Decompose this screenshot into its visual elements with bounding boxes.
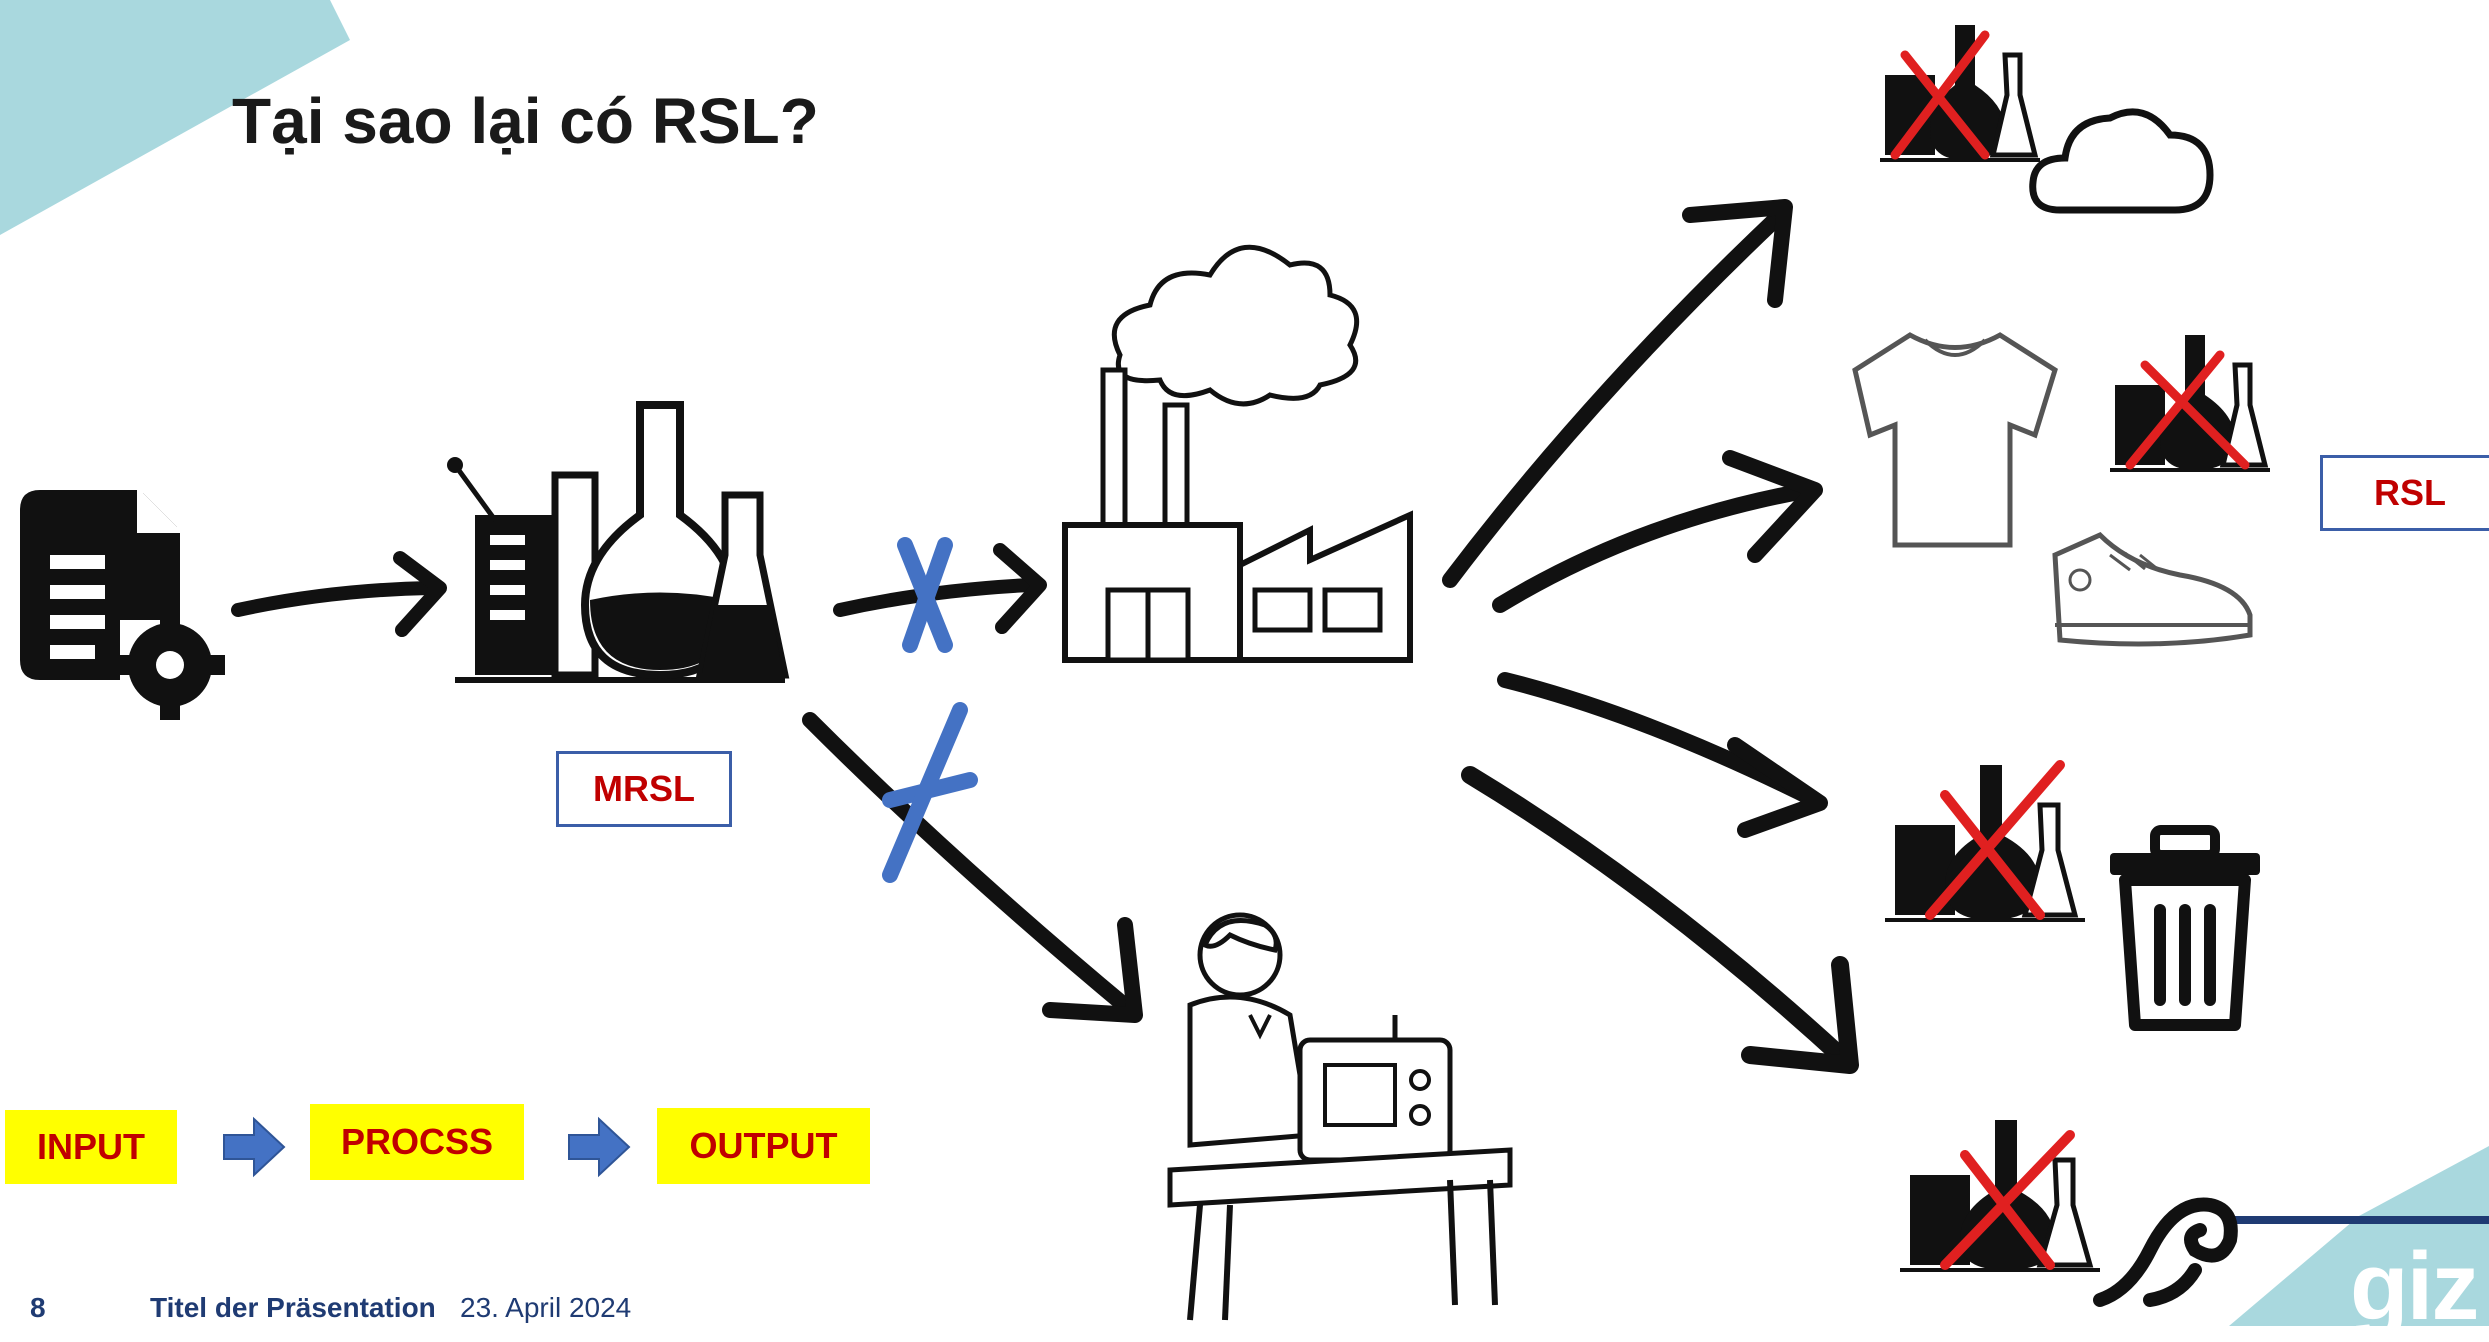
- slide-title: Tại sao lại có RSL?: [232, 85, 819, 157]
- tshirt-icon: [1852, 332, 2058, 548]
- blocked-arrow-to-factory: [833, 537, 1047, 653]
- arrow-right-icon: [231, 551, 447, 637]
- footer-presentation-title: Titel der Präsentation: [150, 1292, 436, 1323]
- crossed-chemicals-icon: [1885, 760, 2085, 922]
- blue-cross-icon: [897, 537, 953, 653]
- factory-icon: [1062, 244, 1413, 663]
- rsl-label: RSL: [2320, 455, 2489, 531]
- crossed-chemicals-icon: [1900, 1120, 2100, 1272]
- crossed-chemicals-icon: [2110, 335, 2270, 472]
- sewing-worker-icon: [1167, 912, 1513, 1321]
- mrsl-label: MRSL: [556, 751, 732, 827]
- footer-date: 23. April 2024: [460, 1292, 632, 1323]
- process-box: PROCSS: [310, 1104, 524, 1180]
- input-box: INPUT: [5, 1110, 177, 1184]
- arrow-to-trash: [1497, 672, 1828, 838]
- blocked-arrow-to-sewing: [802, 702, 1143, 1023]
- cloud-icon: [2029, 108, 2214, 214]
- document-gear-icon: [20, 490, 225, 720]
- corner-decoration-bottom-right: [2229, 1146, 2489, 1326]
- trash-can-icon: [2110, 825, 2260, 1031]
- lab-flasks-icon: [447, 401, 790, 683]
- arrow-to-cloud: [1442, 199, 1793, 588]
- crossed-chemicals-icon: [1880, 25, 2040, 162]
- arrow-right-icon: [568, 1116, 631, 1178]
- sneaker-icon: [2052, 532, 2253, 647]
- water-wave-icon: [2093, 1197, 2238, 1307]
- page-number: 8: [30, 1292, 46, 1323]
- giz-logo: giz: [2350, 1233, 2479, 1340]
- output-box: OUTPUT: [657, 1108, 870, 1184]
- arrow-to-water: [1461, 766, 1859, 1074]
- arrow-to-clothing: [1492, 450, 1823, 613]
- corner-decoration-top-left: [0, 0, 350, 235]
- arrow-right-icon: [223, 1116, 286, 1178]
